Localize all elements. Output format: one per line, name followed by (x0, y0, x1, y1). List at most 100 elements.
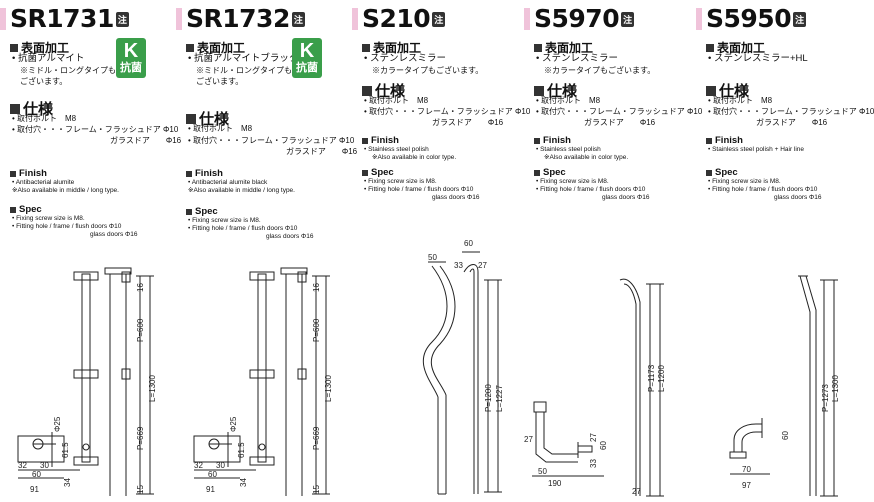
model-number: S5970 (534, 4, 620, 33)
note-badge: 注 (115, 11, 129, 27)
spec-jp-line: ガラスドア Φ16 (756, 118, 828, 127)
finish-jp-line: ※カラータイプもございます。 (544, 66, 656, 75)
dim-label: 70 (742, 465, 751, 474)
product-sr1732: SR1732 注 表面加工 • 抗菌アルマイトブラック ※ミドル・ロングタイプも… (176, 0, 357, 502)
spec-jp-line: • 取付穴・・・フレーム・フラッシュドア Φ10 (536, 107, 703, 116)
finish-jp-heading: 表面加工 (10, 39, 69, 56)
finish-jp-heading: 表面加工 (186, 39, 245, 56)
spec-en-heading: Spec (534, 167, 566, 178)
spec-en-line: • Fitting hole / frame / flush doors Φ10 (12, 223, 122, 230)
badge-text: 抗菌 (296, 62, 318, 74)
bullet-square-icon (534, 43, 542, 52)
note-badge: 注 (793, 11, 807, 27)
finish-en-line: • Antibacterial alumite black (188, 179, 268, 186)
dim-label: 33 (454, 261, 463, 270)
spec-jp-line: • 取付ボルト M8 (12, 114, 77, 123)
finish-en-heading: Finish (10, 168, 47, 179)
finish-en-line: • Stainless steel polish + Hair line (708, 146, 805, 153)
finish-jp-line: ※ミドル・ロングタイプも (20, 66, 116, 75)
finish-jp-line: ございます。 (196, 77, 244, 86)
spec-jp-heading: 仕様 (534, 80, 577, 101)
model-number: S5950 (706, 4, 792, 33)
spec-jp-line: ガラスドア Φ16 (432, 118, 504, 127)
spec-jp-line: • 取付ボルト M8 (536, 96, 601, 105)
sr1731-drawing: 16 P=600 L=1300 P=669 15 Φ25 61.5 34 32 … (17, 267, 157, 496)
product-s5970: S5970 注 表面加工 • ステンレスミラー ※カラータイプもございます。 仕… (524, 0, 702, 502)
dim-label: 61.5 (61, 442, 70, 458)
bullet-square-icon (362, 137, 368, 144)
dim-label: 32 (18, 461, 27, 470)
s210-drawing: 50 60 33 27 P=1200 L=1227 (422, 239, 504, 495)
dim-label: 97 (742, 481, 751, 490)
model-number: SR1731 (10, 4, 114, 33)
title-tab (696, 8, 702, 30)
note-badge: 注 (432, 11, 446, 27)
note-badge: 注 (621, 11, 635, 27)
spec-jp-heading: 仕様 (10, 98, 53, 119)
bullet-square-icon (10, 170, 16, 177)
spec-jp-heading: 仕様 (362, 80, 405, 101)
antibacterial-k-icon: K (123, 40, 139, 62)
spec-en-line: glass doors Φ16 (774, 194, 822, 201)
dim-label: 60 (464, 239, 473, 248)
finish-en-line: • Stainless steel polish (536, 146, 601, 153)
finish-en-line: ※Also available in color type. (544, 154, 629, 161)
dim-label: 60 (781, 431, 790, 440)
s5970-drawing: P=1173 L=1200 27 33 60 27 50 190 27 (524, 278, 666, 497)
dim-label: 34 (63, 478, 72, 487)
spec-en-line: • Fitting hole / frame / flush doors Φ10 (708, 186, 818, 193)
dim-label: 61.5 (237, 442, 246, 458)
dim-label: 27 (478, 261, 487, 270)
spec-en-line: glass doors Φ16 (90, 231, 138, 238)
bullet-square-icon (534, 85, 544, 96)
sr1732-drawing: 16 P=600 L=1300 P=669 15 Φ25 61.5 34 32 … (193, 267, 333, 496)
finish-jp-line: ※カラータイプもございます。 (372, 66, 484, 75)
dim-label: P=600 (312, 318, 321, 342)
dim-label: 34 (239, 478, 248, 487)
dim-label: P=669 (312, 426, 321, 450)
spec-en-line: • Fixing screw size is M8. (188, 217, 261, 224)
finish-jp-line: ※ミドル・ロングタイプも (196, 66, 292, 75)
finish-jp-heading: 表面加工 (534, 39, 593, 56)
spec-en-heading: Spec (362, 167, 394, 178)
bullet-square-icon (362, 85, 372, 96)
model-number: SR1732 (186, 4, 290, 33)
dim-label: L=1300 (148, 375, 157, 402)
spec-en-line: • Fixing screw size is M8. (536, 178, 609, 185)
dim-label: 30 (40, 461, 49, 470)
spec-jp-line: • 取付ボルト M8 (364, 96, 429, 105)
finish-en-heading: Finish (534, 135, 571, 146)
title-tab (176, 8, 182, 30)
finish-jp-heading: 表面加工 (706, 39, 765, 56)
bullet-square-icon (706, 85, 716, 96)
s5950-drawing: P=1273 L=1300 60 70 97 (729, 275, 840, 497)
spec-en-line: glass doors Φ16 (432, 194, 480, 201)
dim-label: 16 (136, 283, 145, 292)
product-title: SR1732 注 (176, 6, 305, 32)
bullet-square-icon (10, 43, 18, 52)
finish-jp-line: ございます。 (20, 77, 68, 86)
spec-jp-line: • 取付ボルト M8 (188, 124, 253, 133)
dim-label: 15 (136, 485, 145, 494)
antibacterial-k-icon: K (299, 40, 315, 62)
spec-en-line: • Fixing screw size is M8. (364, 178, 437, 185)
dim-label: P=669 (136, 426, 145, 450)
dim-label: 60 (208, 470, 217, 479)
finish-en-line: ※Also available in color type. (372, 154, 457, 161)
dim-label: L=1200 (657, 365, 666, 392)
dim-label: P=1200 (484, 384, 493, 412)
antibacterial-badge: K 抗菌 (292, 38, 322, 78)
finish-en-heading: Finish (362, 135, 399, 146)
dim-label: 50 (538, 467, 547, 476)
finish-en-heading: Finish (186, 168, 223, 179)
product-title: S210 注 (352, 6, 446, 32)
spec-jp-line: ガラスドア Φ16 (584, 118, 656, 127)
bullet-square-icon (706, 137, 712, 144)
spec-en-heading: Spec (186, 206, 218, 217)
bullet-square-icon (186, 43, 194, 52)
product-sr1731: SR1731 注 表面加工 • 抗菌アルマイト ※ミドル・ロングタイプも ござい… (0, 0, 181, 502)
spec-jp-heading: 仕様 (186, 108, 229, 129)
dim-label: L=1300 (831, 375, 840, 402)
spec-en-heading: Spec (10, 204, 42, 215)
dim-label: 91 (206, 485, 215, 494)
